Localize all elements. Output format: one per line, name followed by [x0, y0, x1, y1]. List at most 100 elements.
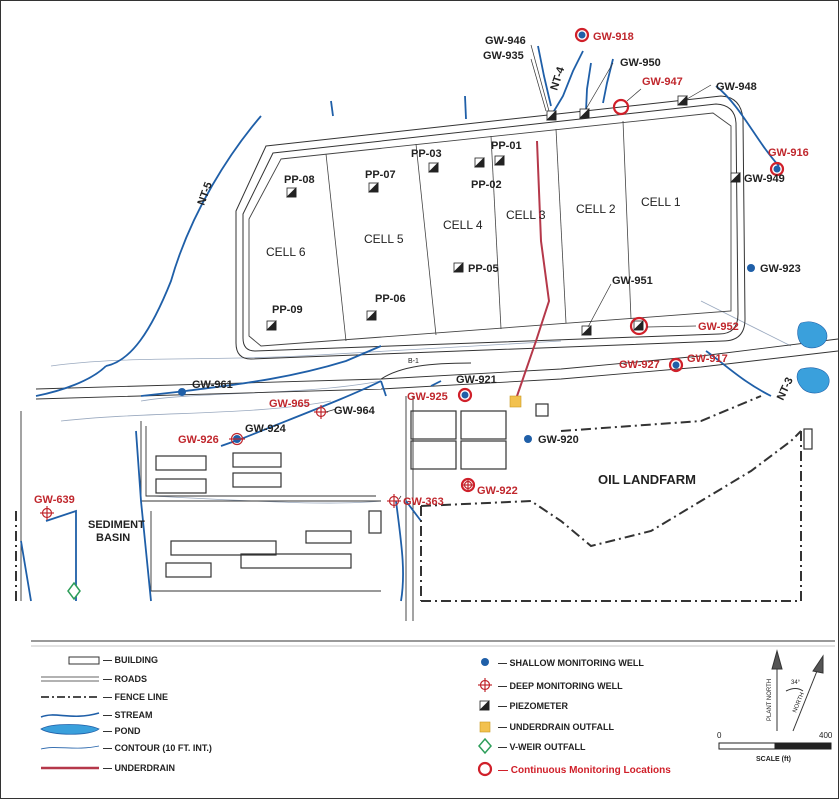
label-gw-924: GW-924 — [245, 423, 287, 435]
leader-lines — [325, 44, 712, 500]
cell-1-label: CELL 1 — [641, 195, 681, 209]
legend-underdrain-label: — UNDERDRAIN — [103, 763, 175, 773]
piezometers — [266, 95, 741, 336]
piezometer-pp-02 — [474, 157, 485, 168]
label-pp-02: PP-02 — [471, 179, 502, 191]
label-gw-935: GW-935 — [483, 50, 524, 62]
cell-3-label: CELL 3 — [506, 208, 546, 222]
label-gw-946: GW-946 — [485, 35, 526, 47]
label-gw-951: GW-951 — [612, 275, 653, 287]
label-gw-916: GW-916 — [768, 147, 809, 159]
label-gw-925: GW-925 — [407, 391, 448, 403]
legend-stream-symbol — [40, 712, 100, 718]
label-sediment: SEDIMENT — [88, 519, 145, 531]
deep-well-gw-922 — [462, 479, 474, 491]
legend-fence-label: — FENCE LINE — [103, 692, 168, 702]
fence-lines — [15, 395, 802, 602]
north-arrow-angle: 34° — [791, 680, 801, 686]
label-pp-03: PP-03 — [411, 148, 442, 160]
ponds — [796, 321, 830, 394]
legend-continuous-label: — Continuous Monitoring Locations — [498, 765, 671, 776]
label-pp-06: PP-06 — [375, 293, 406, 305]
legend-stream-label: — STREAM — [103, 710, 153, 720]
legend-right-symbols — [477, 658, 493, 777]
legend-building-symbol — [68, 656, 100, 665]
label-gw-926: GW-926 — [178, 434, 219, 446]
legend-vweir-label: — V-WEIR OUTFALL — [498, 742, 586, 752]
underdrain-line — [515, 140, 551, 400]
v-weir-outfall — [67, 581, 81, 601]
piezometer-pp-05 — [453, 262, 464, 273]
label-pp-09: PP-09 — [272, 304, 303, 316]
deep-well-gw-926 — [229, 432, 245, 446]
piezometer-gw-946 — [546, 110, 557, 121]
legend-outfall-label: — UNDERDRAIN OUTFALL — [498, 722, 614, 732]
legend-pond-symbol — [40, 724, 100, 735]
piezometer-gw-952 — [633, 320, 644, 331]
legend-pond-label: — POND — [103, 726, 141, 736]
label-pp-01: PP-01 — [491, 140, 522, 152]
scale-start-label: 0 — [717, 731, 722, 740]
roads — [20, 338, 839, 621]
legend-piezometer-label: — PIEZOMETER — [498, 701, 569, 711]
label-oil-landfarm: OIL LANDFARM — [598, 472, 696, 487]
deep-well-gw-965 — [314, 405, 328, 419]
piezometer-pp-07 — [368, 182, 379, 193]
legend-piezometer-symbol — [479, 700, 490, 711]
legend-left-symbols — [40, 656, 100, 770]
landfill-perimeter — [235, 95, 746, 360]
piezometer-gw-950 — [579, 108, 590, 119]
legend-shallow-symbol — [481, 658, 489, 666]
label-gw-950: GW-950 — [620, 57, 661, 69]
label-gw-923: GW-923 — [760, 263, 801, 275]
piezometer-pp-03 — [428, 162, 439, 173]
legend-vweir-symbol — [478, 737, 492, 755]
cell-5-label: CELL 5 — [364, 232, 404, 246]
label-pp-07: PP-07 — [365, 169, 396, 181]
cell-4-label: CELL 4 — [443, 218, 483, 232]
label-gw-639: GW-639 — [34, 494, 75, 506]
label-pp-05: PP-05 — [468, 263, 499, 275]
label-gw-927: GW-927 — [619, 359, 660, 371]
cell-2-label: CELL 2 — [576, 202, 616, 216]
label-gw-952: GW-952 — [698, 321, 739, 333]
scale-caption: SCALE (ft) — [756, 756, 791, 763]
label-nt-3: NT-3 — [775, 376, 796, 403]
legend-continuous-symbol — [477, 761, 493, 777]
legend-deep-symbol — [478, 678, 492, 692]
piezometer-pp-09 — [266, 320, 277, 331]
label-gw-918: GW-918 — [593, 31, 634, 43]
label-gw-961: GW-961 — [192, 379, 233, 391]
continuous-monitoring-rings — [457, 27, 785, 493]
legend-building-label: — BUILDING — [103, 655, 158, 665]
label-gw-920: GW-920 — [538, 434, 579, 446]
legend-shallow-label: — SHALLOW MONITORING WELL — [498, 658, 644, 668]
piezometer-pp-06 — [366, 310, 377, 321]
label-gw-922: GW-922 — [477, 485, 518, 497]
legend-deep-label: — DEEP MONITORING WELL — [498, 681, 623, 691]
label-gw-964: GW-964 — [334, 405, 376, 417]
legend-contour-label: — CONTOUR (10 FT. INT.) — [103, 743, 212, 753]
cell-6-label: CELL 6 — [266, 245, 306, 259]
deep-wells — [40, 405, 474, 520]
legend-outfall-symbol — [479, 721, 491, 733]
shallow-wells — [178, 31, 781, 443]
deep-well-gw-639 — [40, 506, 54, 520]
piezometer-pp-08 — [286, 187, 297, 198]
landfill-inner — [248, 112, 732, 347]
label-gw-363: GW-363 — [403, 496, 444, 508]
label-nt-5: NT-5 — [196, 181, 215, 208]
label-pp-08: PP-08 — [284, 174, 315, 186]
buildings — [155, 403, 813, 578]
label-gw-965: GW-965 — [269, 398, 310, 410]
scale-bar — [718, 742, 832, 750]
label-gw-947: GW-947 — [642, 76, 683, 88]
legend-contour-symbol — [40, 745, 100, 750]
label-nt-4: NT-4 — [548, 65, 567, 92]
label-gw-921: GW-921 — [456, 374, 497, 386]
north-arrow — [771, 649, 824, 732]
scale-end-label: 400 — [819, 731, 833, 740]
piezometer-gw-951 — [581, 325, 592, 336]
